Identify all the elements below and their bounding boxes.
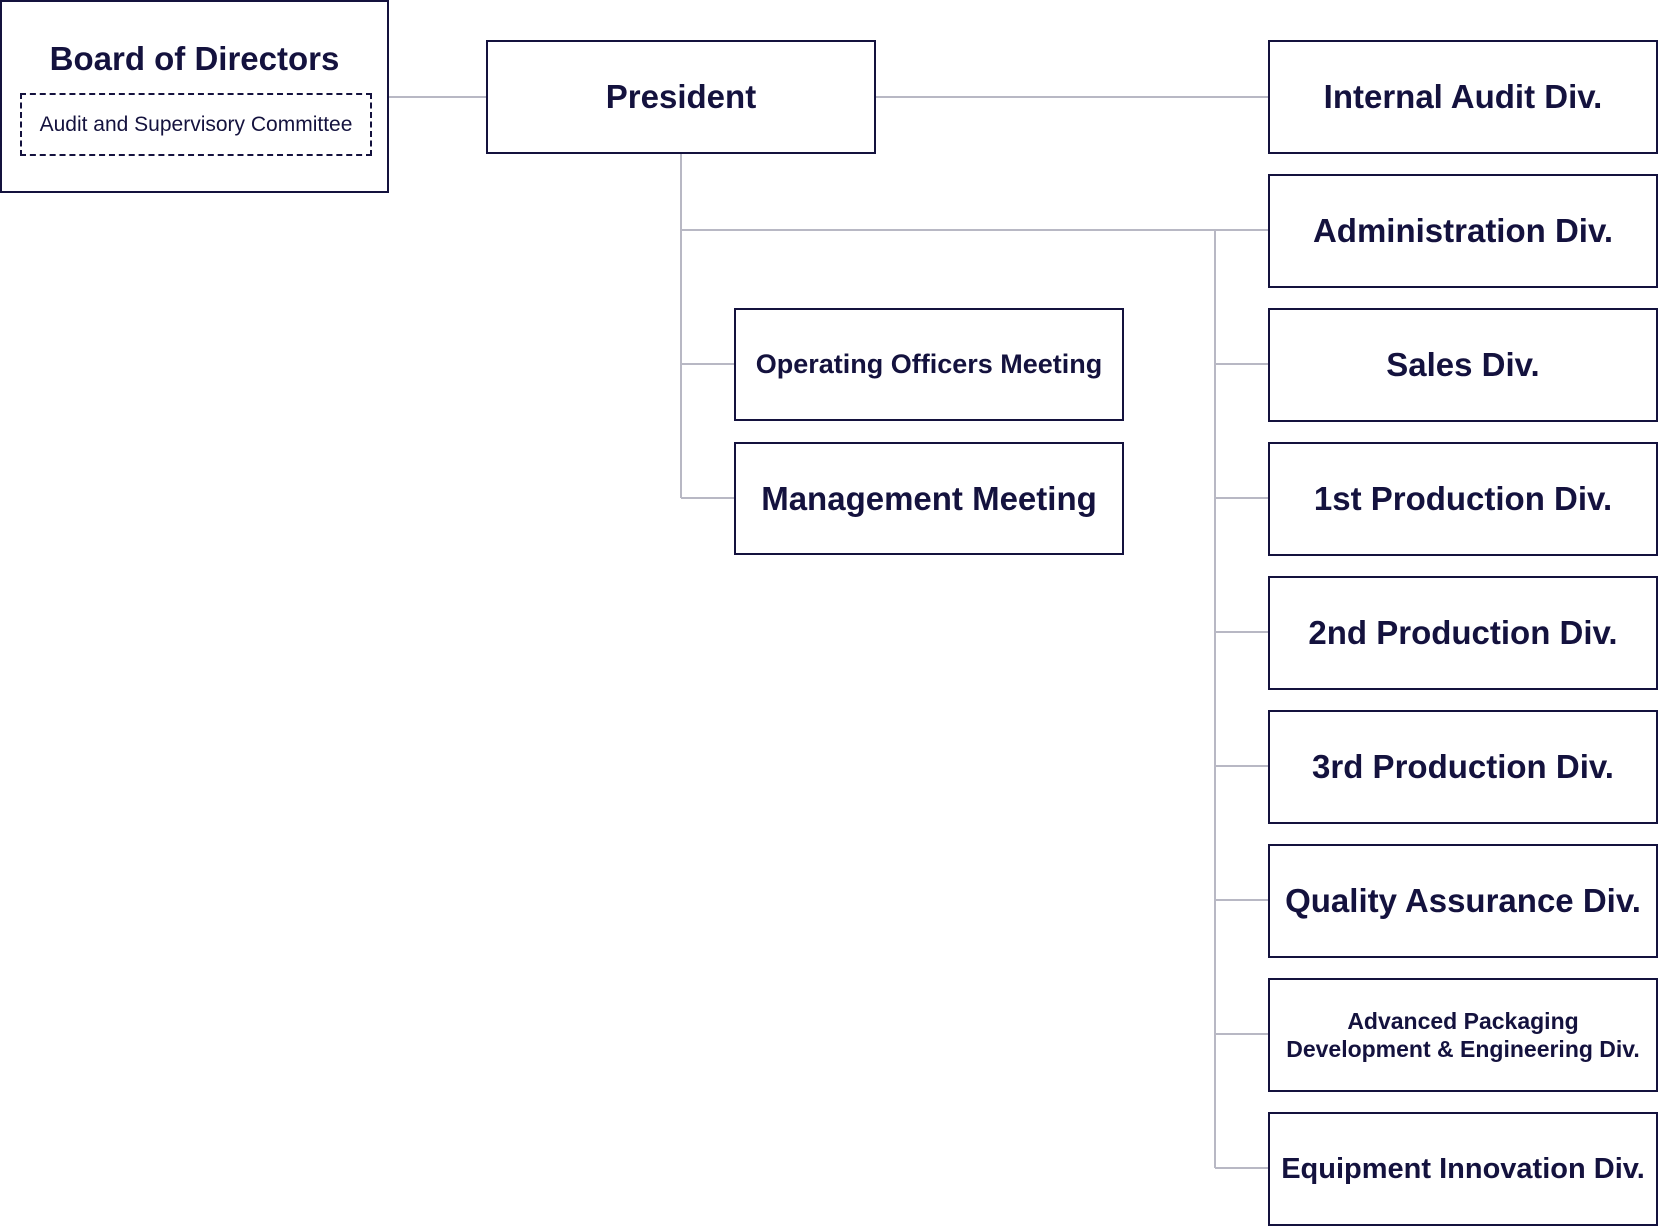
2nd-production-div-label: 2nd Production Div. [1308, 614, 1618, 651]
equipment-innovation-div-box: Equipment Innovation Div. [1268, 1112, 1658, 1226]
quality-assurance-div-label: Quality Assurance Div. [1285, 882, 1641, 919]
operating-officers-meeting-box: Operating Officers Meeting [734, 308, 1124, 421]
equipment-innovation-div-label: Equipment Innovation Div. [1281, 1152, 1645, 1185]
operating-officers-meeting-label: Operating Officers Meeting [755, 349, 1103, 379]
board-of-directors-box: Board of Directors Audit and Supervisory… [0, 0, 389, 193]
management-meeting-label: Management Meeting [761, 479, 1097, 517]
president-label: President [605, 78, 757, 115]
advanced-packaging-div-label-line2: Development & Engineering Div. [1286, 1036, 1640, 1062]
sales-div-box: Sales Div. [1268, 308, 1658, 422]
3rd-production-div-label: 3rd Production Div. [1312, 748, 1614, 785]
board-of-directors-label: Board of Directors [49, 40, 340, 77]
1st-production-div-box: 1st Production Div. [1268, 442, 1658, 556]
administration-div-box: Administration Div. [1268, 174, 1658, 288]
administration-div-label: Administration Div. [1312, 212, 1614, 249]
audit-supervisory-committee-label: Audit and Supervisory Committee [39, 112, 353, 136]
president-box: President [486, 40, 876, 154]
management-meeting-box: Management Meeting [734, 442, 1124, 555]
audit-supervisory-committee-box: Audit and Supervisory Committee [20, 93, 372, 156]
1st-production-div-label: 1st Production Div. [1313, 480, 1613, 517]
advanced-packaging-div-box: Advanced Packaging Development & Enginee… [1268, 978, 1658, 1092]
2nd-production-div-box: 2nd Production Div. [1268, 576, 1658, 690]
internal-audit-div-box: Internal Audit Div. [1268, 40, 1658, 154]
sales-div-label: Sales Div. [1386, 346, 1540, 383]
quality-assurance-div-box: Quality Assurance Div. [1268, 844, 1658, 958]
internal-audit-div-label: Internal Audit Div. [1323, 78, 1603, 115]
3rd-production-div-box: 3rd Production Div. [1268, 710, 1658, 824]
advanced-packaging-div-label-line1: Advanced Packaging [1347, 1008, 1579, 1034]
